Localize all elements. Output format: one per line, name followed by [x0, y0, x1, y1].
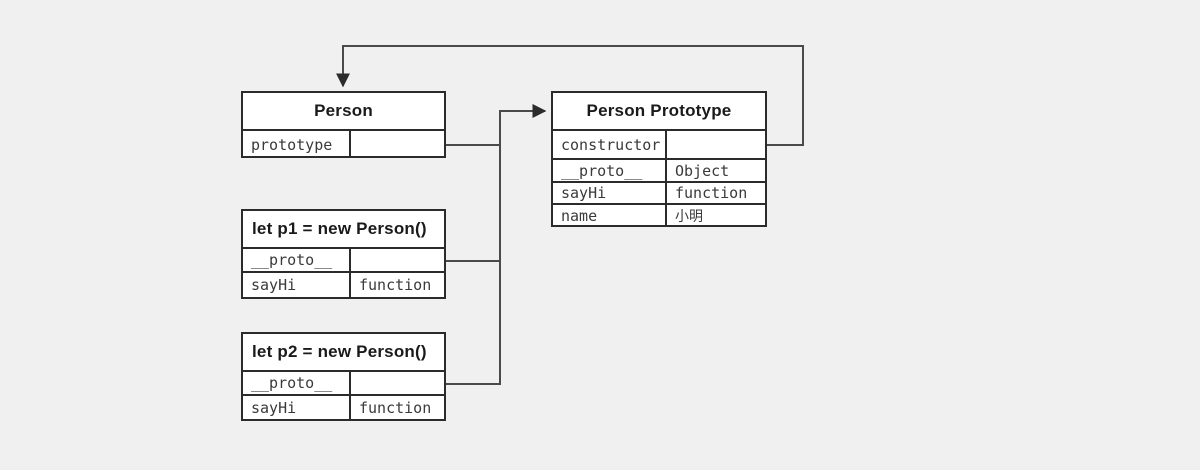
cell-key-constructor: constructor	[553, 131, 667, 158]
cell-value-p1-sayhi: function	[359, 276, 432, 294]
table-row[interactable]: name 小明	[553, 205, 765, 227]
node-person[interactable]: Person prototype	[241, 91, 446, 158]
cell-key-p2-proto: __proto__	[243, 372, 351, 394]
connector-p1-proto	[446, 145, 501, 262]
cell-key-p1-sayhi: sayHi	[243, 273, 351, 297]
cell-value-prototype	[351, 131, 444, 158]
node-person-title: Person	[243, 93, 444, 131]
cell-key-prototype: prototype	[243, 131, 351, 158]
connector-p2-proto	[446, 261, 501, 385]
table-row[interactable]: sayHi function	[243, 396, 444, 420]
cell-value-p1-proto	[351, 249, 444, 271]
connector-person-prototype	[446, 104, 547, 146]
cell-value-sayhi: function	[675, 184, 748, 202]
cell-key-p1-proto: __proto__	[243, 249, 351, 271]
table-row[interactable]: __proto__	[243, 372, 444, 396]
node-p2[interactable]: let p2 = new Person() __proto__ sayHi fu…	[241, 332, 446, 421]
cell-value-p2-sayhi: function	[359, 399, 432, 417]
cell-value-p2-proto	[351, 372, 444, 394]
node-p2-title: let p2 = new Person()	[243, 334, 444, 372]
cell-value-proto: Object	[675, 161, 730, 180]
table-row[interactable]: prototype	[243, 131, 444, 158]
cell-key-sayhi: sayHi	[553, 183, 667, 203]
cell-value-constructor	[667, 131, 765, 158]
node-person-prototype-title: Person Prototype	[553, 93, 765, 131]
cell-key-proto: __proto__	[553, 160, 667, 181]
table-row[interactable]: __proto__ Object	[553, 160, 765, 183]
node-person-prototype[interactable]: Person Prototype constructor __proto__ O…	[551, 91, 767, 227]
table-row[interactable]: sayHi function	[243, 273, 444, 297]
cell-value-name: 小明	[675, 209, 703, 225]
node-p1-title: let p1 = new Person()	[243, 211, 444, 249]
node-p1[interactable]: let p1 = new Person() __proto__ sayHi fu…	[241, 209, 446, 299]
cell-key-name: name	[553, 205, 667, 227]
table-row[interactable]: constructor	[553, 131, 765, 160]
cell-key-p2-sayhi: sayHi	[243, 396, 351, 420]
table-row[interactable]: __proto__	[243, 249, 444, 273]
table-row[interactable]: sayHi function	[553, 183, 765, 205]
